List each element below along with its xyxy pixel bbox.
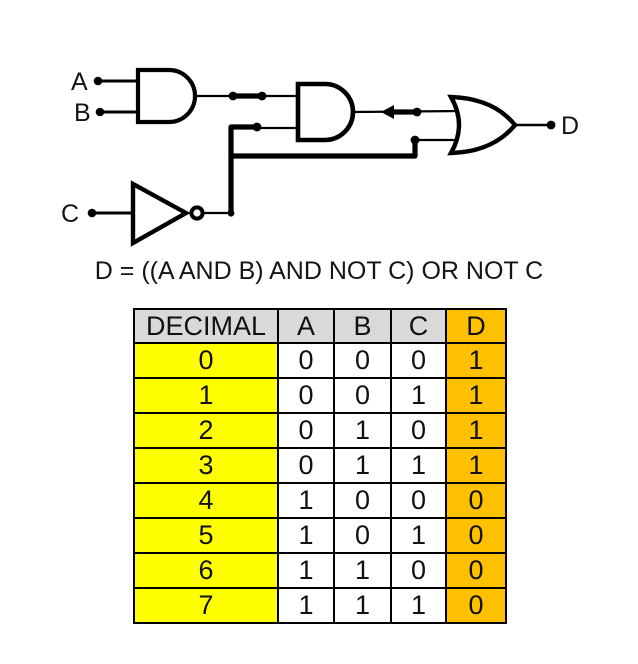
- cell-a: 0: [277, 377, 335, 414]
- cell-decimal: 3: [133, 447, 279, 484]
- cell-decimal: 0: [133, 342, 279, 379]
- header-decimal: DECIMAL: [133, 308, 279, 344]
- cell-decimal: 2: [133, 412, 279, 449]
- cell-d: 1: [445, 377, 507, 414]
- table-row: 0 0 0 0 1: [133, 342, 507, 379]
- cell-b: 0: [333, 377, 392, 414]
- input-wires: [94, 79, 140, 215]
- table-row: 7 1 1 1 0: [133, 587, 507, 624]
- cell-b: 1: [333, 447, 392, 484]
- input-c-label: C: [61, 200, 79, 228]
- table-row: 3 0 1 1 1: [133, 447, 507, 484]
- header-c: C: [390, 308, 447, 344]
- cell-c: 1: [390, 517, 447, 554]
- input-a-label: A: [71, 68, 88, 96]
- cell-b: 0: [333, 342, 392, 379]
- and-gate-1: [135, 67, 198, 125]
- bus-not-to-or: [228, 139, 418, 159]
- cell-a: 0: [277, 447, 335, 484]
- cell-c: 0: [390, 482, 447, 519]
- left-arrowhead-icon: [381, 105, 394, 119]
- cell-a: 0: [277, 412, 335, 449]
- cell-c: 0: [390, 342, 447, 379]
- cell-a: 1: [277, 482, 335, 519]
- header-a: A: [277, 308, 335, 344]
- table-row: 2 0 1 0 1: [133, 412, 507, 449]
- not-gate: [130, 180, 205, 247]
- cell-d: 1: [445, 342, 507, 379]
- cell-c: 1: [390, 587, 447, 624]
- cell-a: 1: [277, 587, 335, 624]
- cell-decimal: 4: [133, 482, 279, 519]
- cell-a: 1: [277, 517, 335, 554]
- cell-c: 0: [390, 412, 447, 449]
- inverter-bubble-icon: [189, 205, 205, 221]
- header-d: D: [445, 308, 507, 344]
- cell-decimal: 1: [133, 377, 279, 414]
- cell-a: 1: [277, 552, 335, 589]
- header-b: B: [333, 308, 392, 344]
- cell-b: 0: [333, 482, 392, 519]
- cell-c: 1: [390, 447, 447, 484]
- output-d-label: D: [561, 112, 579, 140]
- cell-b: 1: [333, 587, 392, 624]
- table-row: 5 1 0 1 0: [133, 517, 507, 554]
- input-b-label: B: [74, 99, 91, 127]
- cell-c: 1: [390, 377, 447, 414]
- cell-b: 1: [333, 412, 392, 449]
- wire-handle-segments: [230, 93, 420, 115]
- truth-table-header-row: DECIMAL A B C D: [133, 308, 507, 344]
- cell-decimal: 6: [133, 552, 279, 589]
- cell-d: 0: [445, 482, 507, 519]
- boolean-formula: D = ((A AND B) AND NOT C) OR NOT C: [94, 257, 544, 285]
- table-row: 6 1 1 0 0: [133, 552, 507, 589]
- cell-b: 0: [333, 517, 392, 554]
- cell-b: 1: [333, 552, 392, 589]
- cell-decimal: 7: [133, 587, 279, 624]
- and-gate-2: [295, 81, 356, 143]
- table-row: 4 1 0 0 0: [133, 482, 507, 519]
- truth-table: DECIMAL A B C D 0 0 0 0 1 1 0 0 1 1: [133, 308, 507, 624]
- cell-d: 0: [445, 517, 507, 554]
- cell-d: 1: [445, 412, 507, 449]
- table-row: 1 0 0 1 1: [133, 377, 507, 414]
- cell-d: 0: [445, 587, 507, 624]
- cell-c: 0: [390, 552, 447, 589]
- cell-d: 0: [445, 552, 507, 589]
- or-gate: [447, 94, 518, 156]
- terminal-dots: [87, 76, 556, 218]
- thick-bus-wires: [228, 124, 418, 217]
- logic-circuit-diagram: A B C D: [61, 67, 579, 247]
- bus-not-to-and2: [228, 124, 259, 217]
- cell-decimal: 5: [133, 517, 279, 554]
- cell-a: 0: [277, 342, 335, 379]
- cell-d: 1: [445, 447, 507, 484]
